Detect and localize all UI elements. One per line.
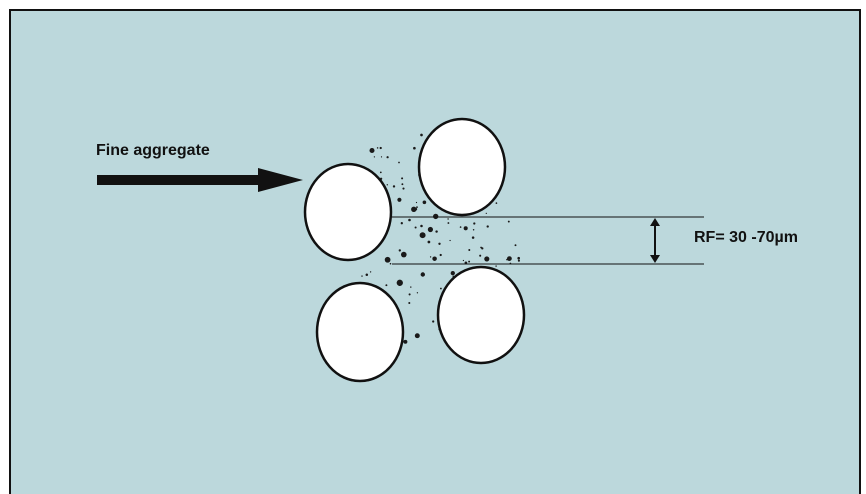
fine-particle [464,261,468,265]
flow-arrow-shaft [97,175,265,185]
fine-particle [380,156,383,158]
fine-particle [397,197,402,202]
fine-particle [410,286,412,288]
fine-particle [385,284,388,287]
fine-particle [468,260,471,263]
fine-particle [413,146,416,150]
fine-particle [429,256,432,258]
fine-particle [495,265,497,267]
fine-particle [420,272,425,277]
fine-particle [376,147,379,149]
diagram-background [9,9,861,494]
fine-particle [401,177,404,180]
fine-particle [400,222,403,225]
fine-particle [495,202,498,204]
fine-particle [379,171,382,174]
fine-particle [485,212,487,215]
flow-arrow [97,168,303,192]
grain-left [303,162,393,262]
fine-particle [479,254,482,257]
fine-particle [389,262,392,265]
grain-bottom-right [436,265,526,365]
fine-particle [408,218,411,222]
fine-particle [484,256,490,262]
fine-particle [473,222,476,225]
fine-aggregate-label: Fine aggregate [96,142,210,159]
fine-particle [408,293,411,296]
fine-particle [369,147,375,154]
fine-particle [471,236,475,239]
grain-top [417,117,507,217]
fine-particle [416,206,418,208]
fine-particle [422,200,427,205]
fine-particle [486,225,489,228]
fine-particle [398,249,401,252]
fine-particle [435,230,438,233]
fine-particle [450,270,455,276]
fine-particle [414,333,420,339]
fine-particle [386,156,389,159]
fine-particle [438,242,441,245]
rf-arrowhead-up [650,218,660,226]
fine-particle [427,240,431,244]
fine-particle [468,248,471,252]
fine-particle [449,239,451,242]
fine-particle [439,287,442,290]
fine-particle [481,247,484,250]
fine-particle [432,256,437,261]
fine-particle [379,146,382,150]
fine-particle [514,244,517,247]
fine-particle [462,259,465,262]
fine-particle [403,339,408,344]
fine-particle [401,183,404,186]
fine-particle [392,185,396,188]
fine-particle [433,213,439,220]
fine-particle [432,320,435,323]
fine-particle [365,273,369,277]
fine-particle [463,226,468,231]
fine-particle [411,206,417,212]
fine-particle [419,232,426,239]
fine-particle [420,224,423,228]
fine-particle [386,184,388,186]
fine-particle [517,256,520,260]
grain-bottom-left [315,281,405,383]
fine-particle [416,292,419,294]
fine-particle [414,226,417,229]
rf-arrowhead-down [650,255,660,263]
fine-particle [398,161,400,164]
coarse-grains [303,117,526,383]
fine-particle [459,226,462,228]
fine-particle [373,156,376,158]
fine-particle [427,226,433,233]
fine-particle [517,259,520,262]
fine-particle [361,275,363,277]
fine-particle [369,271,372,273]
fine-particle [507,256,512,261]
fine-particle [402,187,405,190]
fine-particle [400,251,407,258]
fine-particle [472,229,475,231]
rf-dimension [392,216,704,265]
fine-particle [439,253,442,257]
fine-particle [386,258,389,261]
fine-particle [396,279,403,286]
fine-particle [408,301,411,305]
fine-particle [507,220,510,223]
fine-particle [415,201,418,204]
fine-particle [420,133,423,137]
rf-range-label: RF= 30 -70µm [694,229,798,246]
fine-particle [447,218,449,220]
flow-arrow-head [258,168,303,192]
fine-particle [447,222,450,224]
